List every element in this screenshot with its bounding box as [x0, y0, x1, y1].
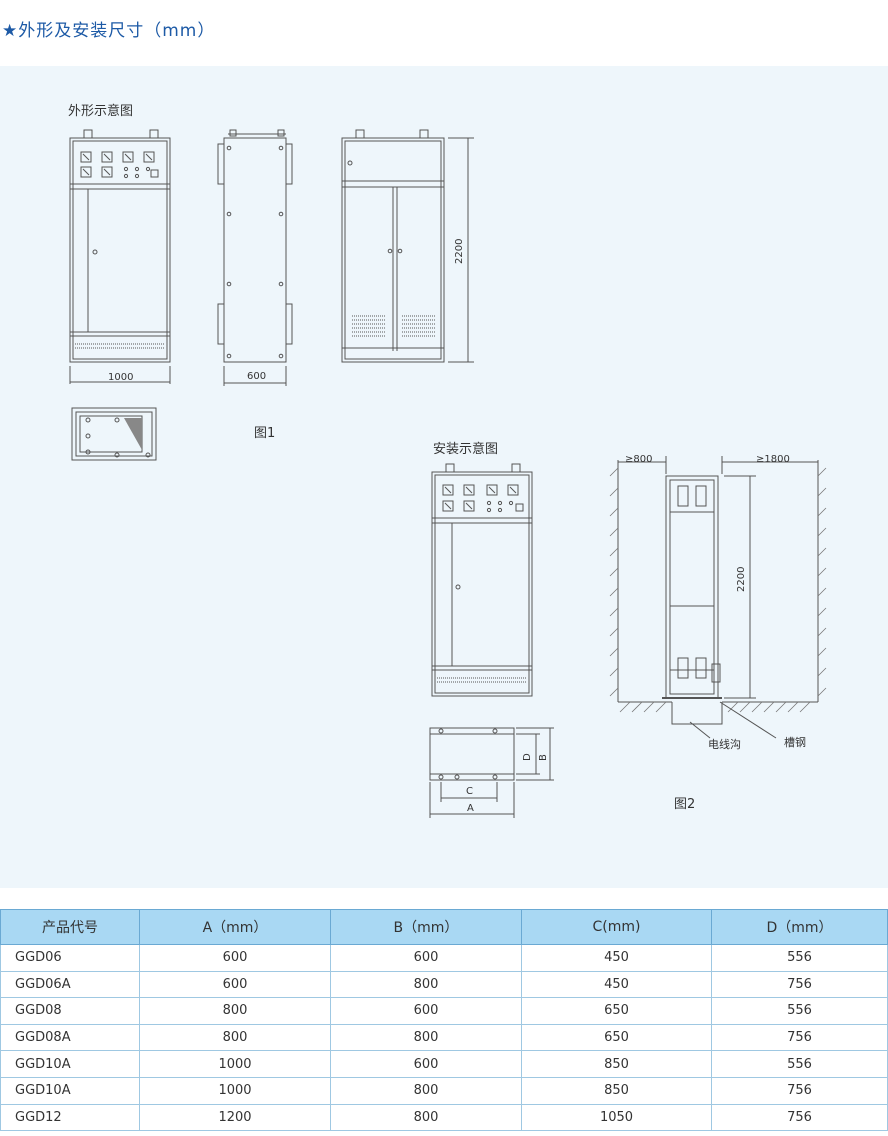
cell-b: 600 [330, 944, 522, 972]
cell-c: 450 [521, 944, 712, 972]
table-row: GGD06A 600 800 450 756 [0, 970, 888, 999]
spec-table: 产品代号 A（mm） B（mm） C(mm) D（mm） GGD06 600 6… [0, 909, 888, 1132]
figure-1-label: 图1 [254, 426, 276, 441]
cell-model: GGD08A [0, 1023, 140, 1052]
col-header-d: D（mm） [711, 909, 888, 945]
cell-model: GGD10A [0, 1050, 140, 1078]
rear-view-cabinet [341, 129, 474, 363]
col-header-model: 产品代号 [0, 909, 140, 945]
outline-title: 外形示意图 [68, 104, 134, 119]
cell-a: 1200 [139, 1103, 331, 1132]
drawing-panel: 外形示意图 1000 600 2200 图1 安装示意图 ≥800 ≥1800 … [0, 66, 888, 888]
dim-c: C [466, 786, 473, 797]
install-front-cabinet [431, 463, 533, 697]
cell-c: 1050 [521, 1103, 712, 1132]
cell-d: 556 [711, 997, 888, 1025]
cell-c: 850 [521, 1050, 712, 1078]
dim-min-800: ≥800 [625, 454, 653, 465]
col-header-a: A（mm） [139, 909, 331, 945]
technical-drawing [69, 129, 827, 818]
side-view-cabinet [217, 129, 293, 386]
dim-depth-600: 600 [247, 371, 267, 382]
dim-height-2200: 2200 [454, 238, 465, 264]
table-row: GGD10A 1000 800 850 756 [0, 1076, 888, 1105]
dim-room-height-2200: 2200 [736, 566, 747, 592]
dim-min-1800: ≥1800 [756, 454, 790, 465]
cell-a: 800 [139, 997, 331, 1025]
cell-c: 850 [521, 1076, 712, 1105]
cable-trench-label: 电线沟 [708, 738, 741, 751]
cell-a: 800 [139, 1023, 331, 1052]
table-row: GGD12 1200 800 1050 756 [0, 1103, 888, 1132]
cell-model: GGD06A [0, 970, 140, 999]
channel-steel-label: 槽钢 [784, 736, 806, 749]
cell-b: 600 [330, 997, 522, 1025]
cell-d: 756 [711, 1103, 888, 1132]
cell-a: 600 [139, 970, 331, 999]
cell-a: 1000 [139, 1076, 331, 1105]
section-heading: ★外形及安装尺寸（mm） [2, 21, 216, 41]
cell-d: 756 [711, 970, 888, 999]
dim-b: B [538, 754, 549, 761]
cell-b: 800 [330, 1103, 522, 1132]
room-section [609, 456, 827, 739]
cell-d: 756 [711, 1076, 888, 1105]
cell-b: 800 [330, 1023, 522, 1052]
table-row: GGD08 800 600 650 556 [0, 997, 888, 1025]
cell-model: GGD06 [0, 944, 140, 972]
cell-model: GGD12 [0, 1103, 140, 1132]
table-header-row: 产品代号 A（mm） B（mm） C(mm) D（mm） [0, 909, 888, 945]
cell-d: 556 [711, 944, 888, 972]
cell-c: 650 [521, 997, 712, 1025]
cell-c: 650 [521, 1023, 712, 1052]
cell-b: 800 [330, 1076, 522, 1105]
install-title: 安装示意图 [433, 442, 499, 457]
base-plan [429, 727, 554, 818]
top-view-cabinet [71, 407, 157, 461]
dim-a: A [467, 803, 474, 814]
cell-b: 800 [330, 970, 522, 999]
cell-d: 756 [711, 1023, 888, 1052]
front-view-cabinet [69, 129, 171, 384]
table-row: GGD10A 1000 600 850 556 [0, 1050, 888, 1078]
figure-2-label: 图2 [674, 797, 696, 812]
cell-b: 600 [330, 1050, 522, 1078]
cell-model: GGD08 [0, 997, 140, 1025]
cell-model: GGD10A [0, 1076, 140, 1105]
cell-c: 450 [521, 970, 712, 999]
table-row: GGD08A 800 800 650 756 [0, 1023, 888, 1052]
cell-a: 1000 [139, 1050, 331, 1078]
table-row: GGD06 600 600 450 556 [0, 944, 888, 972]
cell-a: 600 [139, 944, 331, 972]
col-header-c: C(mm) [521, 909, 712, 945]
cell-d: 556 [711, 1050, 888, 1078]
dim-d: D [522, 753, 533, 761]
dim-width-1000: 1000 [108, 372, 134, 383]
col-header-b: B（mm） [330, 909, 522, 945]
